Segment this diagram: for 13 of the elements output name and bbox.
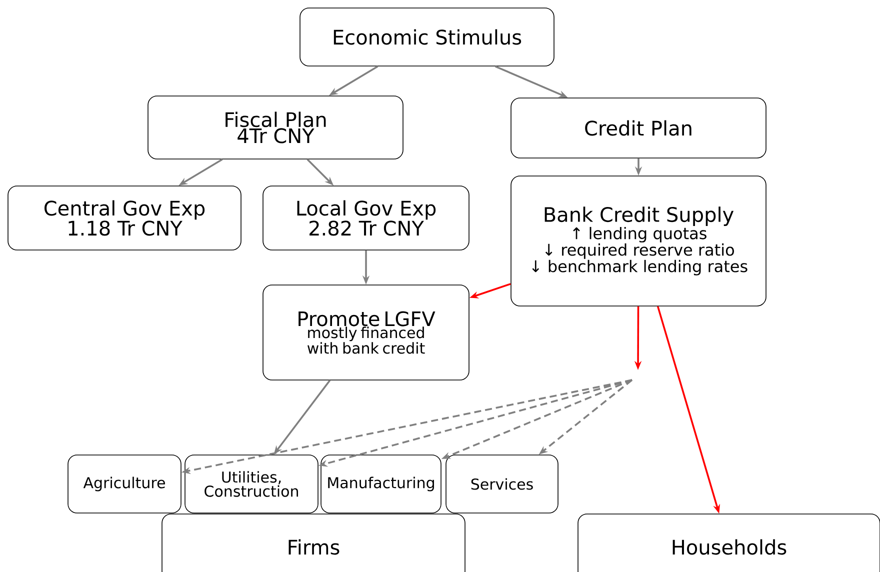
process-box: Promote LGFV mostly financed with bank credit [262, 284, 470, 380]
process-box: Bank Credit Supply ↑ lending quotas ↓ required reserve ratio ↓ benchmark lending rates [510, 176, 766, 306]
process-box: Households [578, 514, 880, 572]
process-box: Credit Plan [510, 98, 766, 158]
process-box: Local Gov Exp 2.82 Tr CNY [262, 186, 470, 250]
sector-box: Manufacturing [320, 454, 442, 514]
process-box: Firms [162, 514, 466, 572]
process-box: Fiscal Plan 4Tr CNY [148, 96, 404, 160]
process-box: Central Gov Exp 1.18 Tr CNY [8, 186, 242, 250]
sector-box: Agriculture [68, 454, 182, 514]
sector-box: Services [446, 454, 558, 514]
sector-box: Utilities, Construction [184, 454, 318, 514]
process-box: Economic Stimulus [300, 8, 554, 66]
